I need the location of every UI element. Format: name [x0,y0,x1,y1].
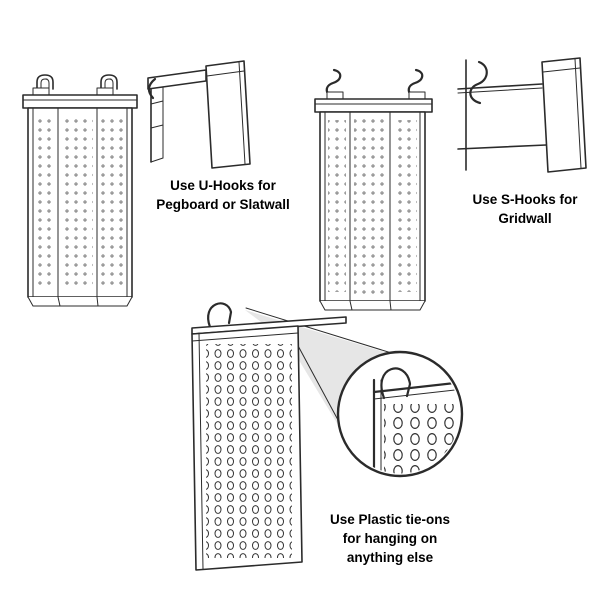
u-hook-slatwall-detail-figure [147,60,251,169]
caption-tie-ons-line1: Use Plastic tie-ons [329,512,451,527]
pegboard-panel-u-hooks-figure [22,74,138,307]
caption-u-hooks-line2: Pegboard or Slatwall [156,196,290,212]
s-hook-gridwall-detail-figure [457,57,587,173]
caption-s-hooks: Use S-Hooks for Gridwall [460,191,590,229]
caption-tie-ons-line2: for hanging on [342,530,438,546]
caption-tie-ons: Use Plastic tie-ons for hanging on anyth… [316,511,464,568]
gridwall-panel-s-hooks-figure [314,68,433,311]
caption-tie-ons-line3: anything else [346,549,434,565]
tie-on-magnifier-circle [336,350,464,478]
caption-u-hooks-line1: Use U-Hooks for [170,178,276,193]
s-hook-icon [469,60,488,105]
caption-s-hooks-line2: Gridwall [498,210,552,226]
tie-on-panel-figure [191,302,347,571]
callout-line-top [245,307,399,356]
u-hook-icon [147,77,157,100]
plastic-tie-hook-zoom-icon [380,367,412,400]
caption-u-hooks: Use U-Hooks for Pegboard or Slatwall [148,177,298,215]
plastic-tie-hook-icon [207,302,233,329]
caption-s-hooks-line1: Use S-Hooks for [472,192,578,207]
